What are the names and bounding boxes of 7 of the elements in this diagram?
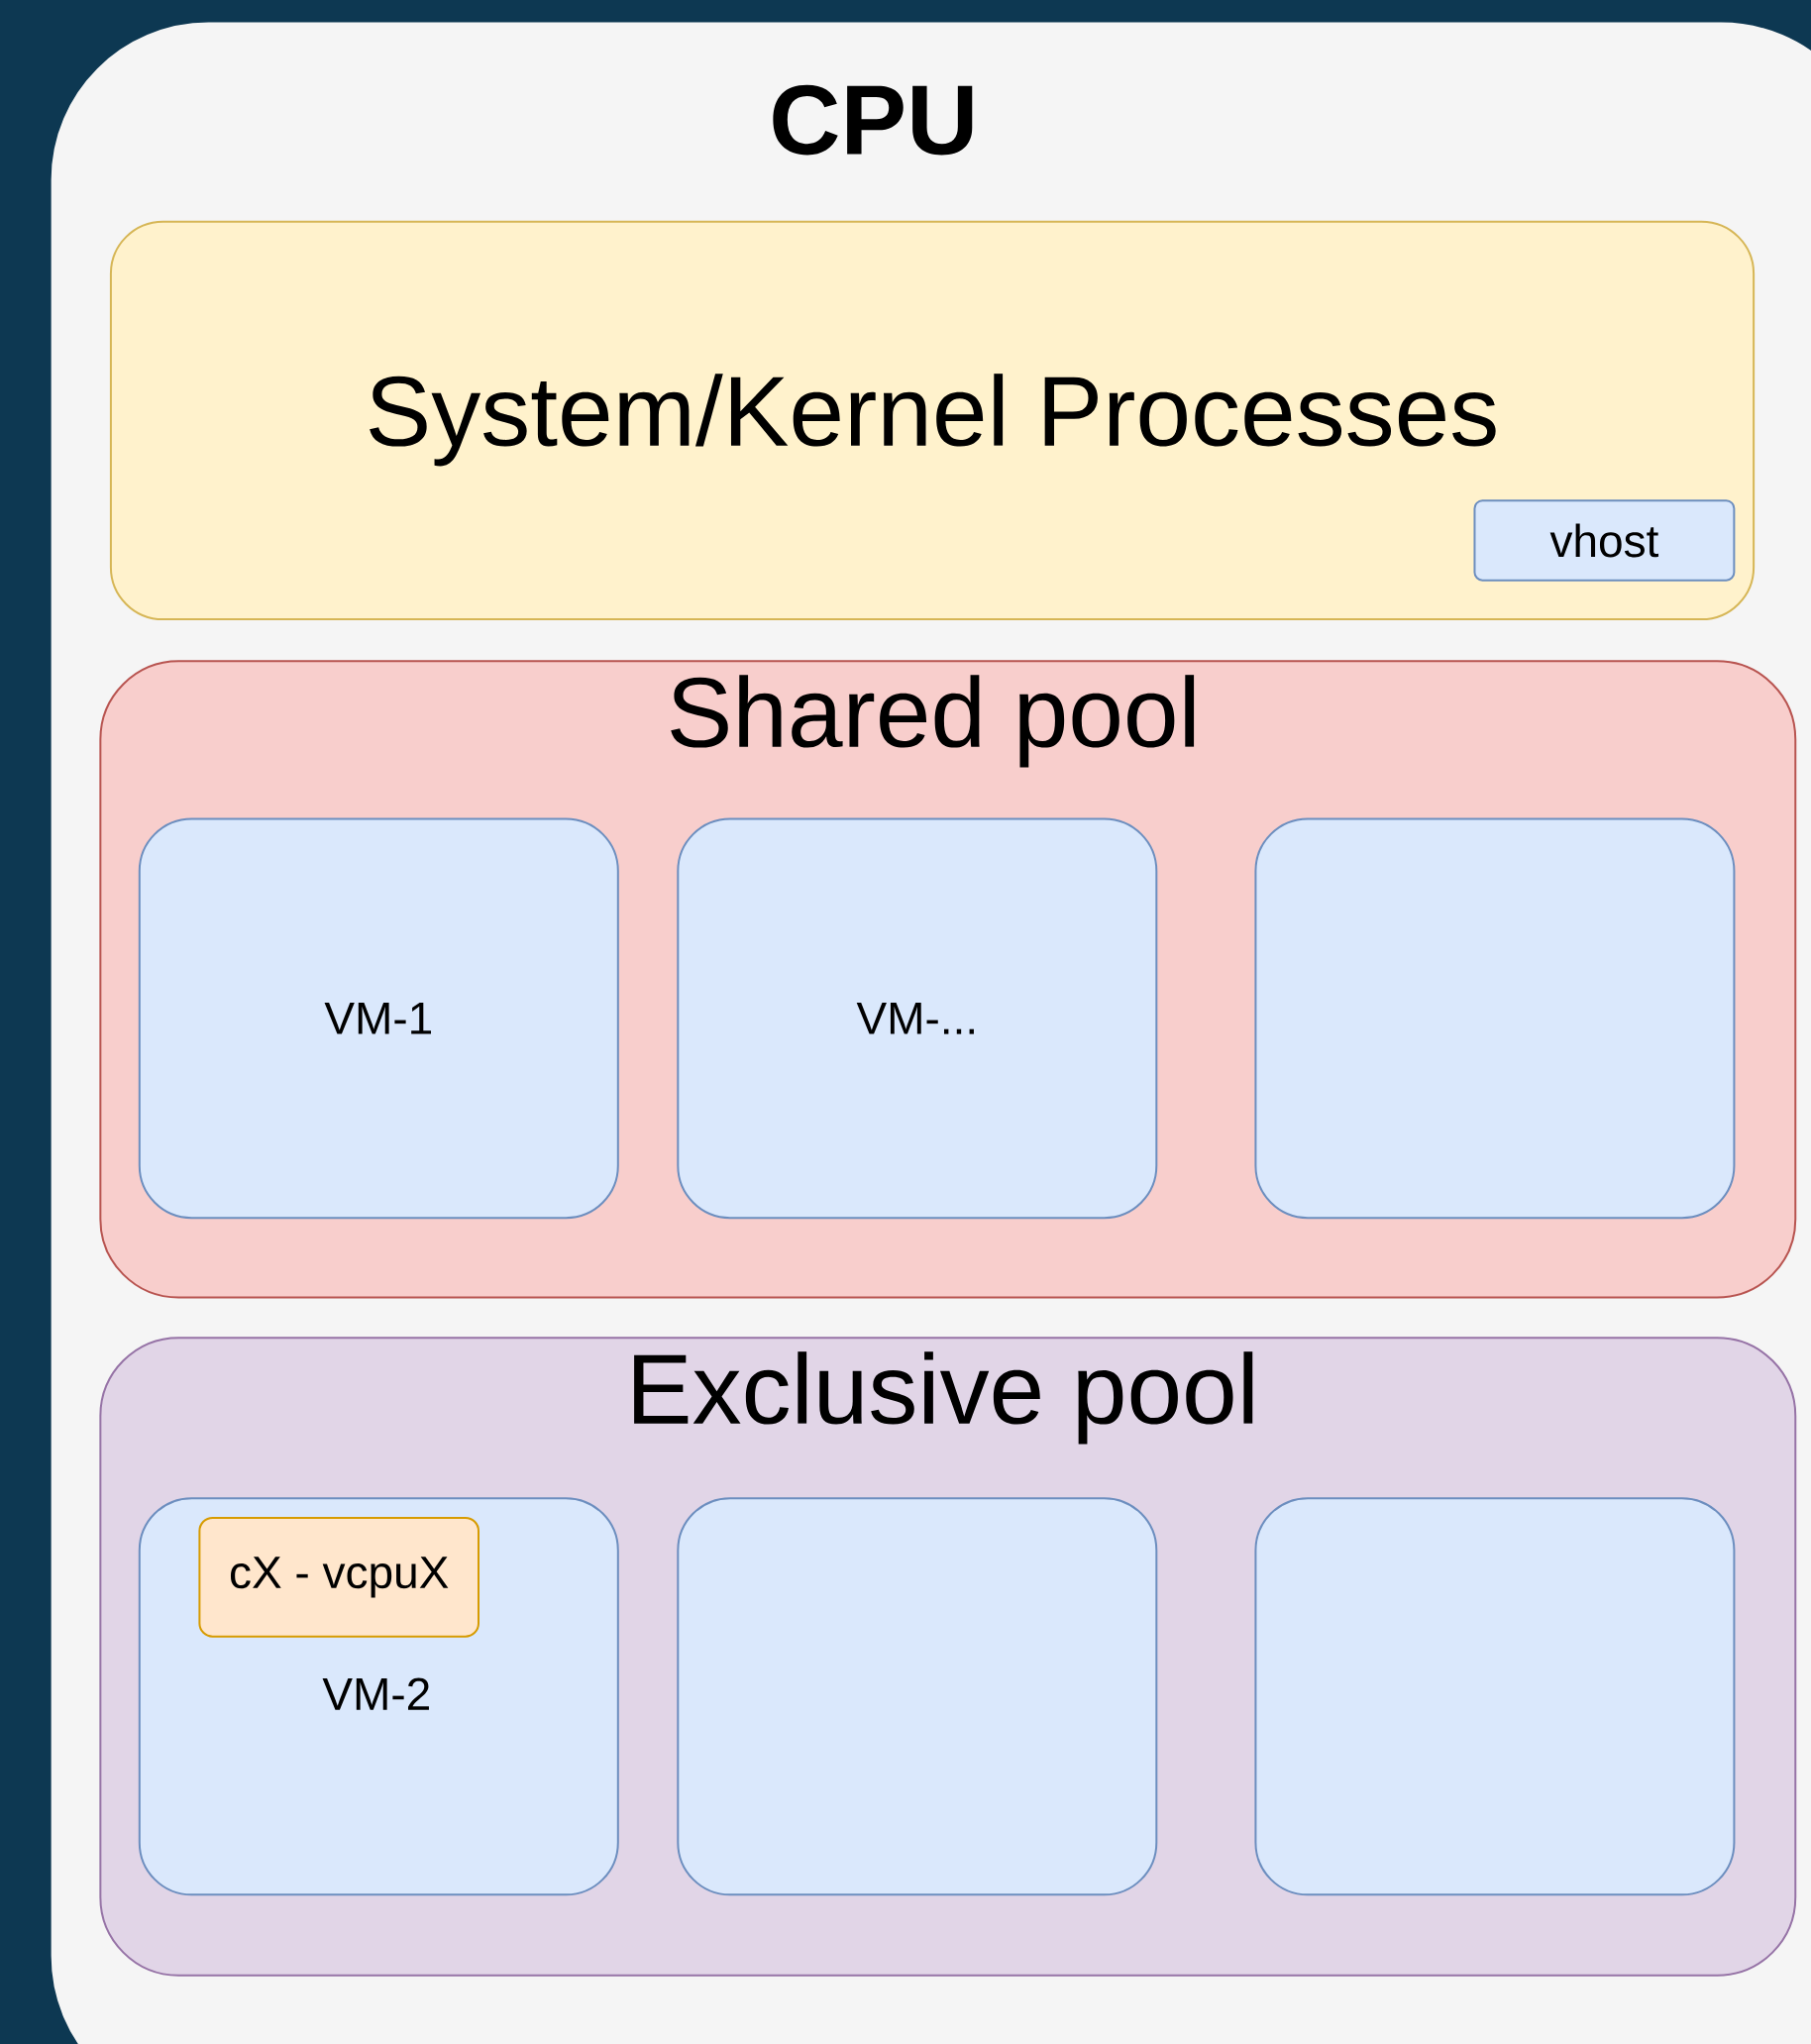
vm-box (677, 1497, 1158, 1896)
vm-box (1254, 817, 1736, 1220)
vm-box: VM-1 (138, 817, 619, 1220)
vm-box: VM-... (677, 817, 1158, 1220)
process-box: vhost (1473, 499, 1736, 582)
vm-box (1254, 1497, 1736, 1896)
vcpu-box: cX - vcpuX (198, 1516, 479, 1638)
